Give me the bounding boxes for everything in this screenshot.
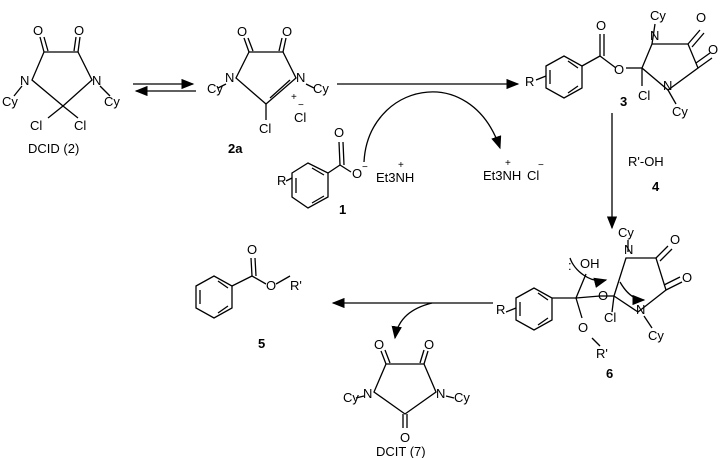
- atom-o: O: [578, 320, 588, 335]
- atom-o: O: [708, 42, 718, 57]
- curved-arrow-byproduct: [391, 302, 433, 340]
- group-cy: Cy: [672, 104, 688, 119]
- atom-n: N: [20, 73, 29, 88]
- compound-3: R O O N N O O Cy Cy Cl 3: [525, 8, 718, 119]
- atom-o: O: [352, 166, 362, 181]
- group-cy: Cy: [454, 390, 470, 405]
- atom-cl: Cl: [30, 118, 42, 133]
- atom-o: O: [424, 337, 434, 352]
- compound-dcid: O O N N Cy Cy Cl Cl DCID (2): [2, 23, 120, 156]
- group-cy: Cy: [104, 94, 120, 109]
- group-cy: Cy: [650, 8, 666, 23]
- atom-o: O: [334, 125, 344, 140]
- atom-cl: Cl: [74, 118, 86, 133]
- atom-r: R: [496, 302, 505, 317]
- atom-o: O: [596, 18, 606, 33]
- equilibrium-arrow: [133, 78, 196, 97]
- atom-n: N: [624, 242, 633, 257]
- atom-r: R: [525, 74, 534, 89]
- atom-o: O: [282, 24, 292, 39]
- atom-o: O: [682, 270, 692, 285]
- compound-label-2a: 2a: [228, 141, 243, 156]
- charge-plus: +: [505, 158, 511, 169]
- atom-o: O: [247, 242, 257, 257]
- atom-n: N: [663, 78, 672, 93]
- atom-r-prime: R': [290, 278, 302, 293]
- counterion-et3nh: Et3NH: [376, 170, 414, 185]
- compound-label-5: 5: [258, 336, 265, 351]
- compound-dcit: O O N N Cy Cy O DCIT (7): [343, 337, 470, 458]
- compound-1: R O O − Et3NH + 1: [277, 125, 414, 217]
- atom-n: N: [296, 70, 305, 85]
- atom-o: O: [33, 23, 43, 38]
- atom-n: N: [92, 73, 101, 88]
- charge-minus: −: [538, 160, 544, 171]
- compound-label-6: 6: [606, 366, 613, 381]
- compound-label-dcit: DCIT (7): [376, 444, 426, 458]
- atom-r-prime: R': [596, 346, 608, 361]
- compound-label-dcid: DCID (2): [28, 141, 79, 156]
- group-cy: Cy: [618, 225, 634, 240]
- byproduct-et3nh: Et3NH: [483, 168, 521, 183]
- group-cy: Cy: [313, 81, 329, 96]
- atom-cl: Cl: [638, 88, 650, 103]
- group-cy: Cy: [207, 81, 223, 96]
- byproduct-salt: Et3NH + Cl −: [483, 158, 544, 183]
- atom-cl: Cl: [259, 121, 271, 136]
- compound-label-1: 1: [339, 202, 346, 217]
- curved-arrow-electron: [569, 257, 608, 288]
- atom-o: O: [237, 24, 247, 39]
- byproduct-cl: Cl: [527, 168, 539, 183]
- reagent-label: R'-OH: [628, 154, 664, 169]
- atom-cl: Cl: [604, 310, 616, 325]
- atom-n: N: [436, 386, 445, 401]
- group-cy: Cy: [343, 390, 359, 405]
- atom-o: O: [614, 62, 624, 77]
- atom-o: O: [598, 288, 608, 303]
- atom-o: O: [670, 232, 680, 247]
- atom-n: N: [363, 386, 372, 401]
- atom-o: O: [696, 10, 706, 25]
- group-cy: Cy: [648, 328, 664, 343]
- atom-n: N: [650, 28, 659, 43]
- compound-label-4: 4: [652, 179, 660, 194]
- atom-o: O: [74, 23, 84, 38]
- compound-2a: O O N N Cy Cy + Cl − Cl 2a: [207, 24, 329, 156]
- group-cy: Cy: [2, 94, 18, 109]
- atom-n: N: [225, 70, 234, 85]
- atom-o: O: [266, 278, 276, 293]
- atom-oh: OH: [580, 256, 600, 271]
- compound-5: O O R' 5: [195, 242, 302, 351]
- charge-minus: −: [362, 162, 368, 173]
- counterion-cl: Cl: [294, 110, 306, 125]
- compound-label-3: 3: [620, 94, 627, 109]
- atom-n: N: [636, 302, 645, 317]
- charge-plus: +: [398, 160, 404, 171]
- charge-minus: −: [298, 100, 304, 111]
- compound-6: R : OH O R' O N N O O Cy Cy Cl 6: [496, 225, 692, 381]
- lone-pair: :: [568, 258, 572, 273]
- charge-plus: +: [291, 92, 297, 103]
- atom-o: O: [374, 337, 384, 352]
- curved-arrow: [363, 91, 502, 163]
- atom-r: R: [277, 173, 286, 188]
- curved-arrow-electron: [619, 281, 646, 306]
- atom-o: O: [400, 430, 410, 445]
